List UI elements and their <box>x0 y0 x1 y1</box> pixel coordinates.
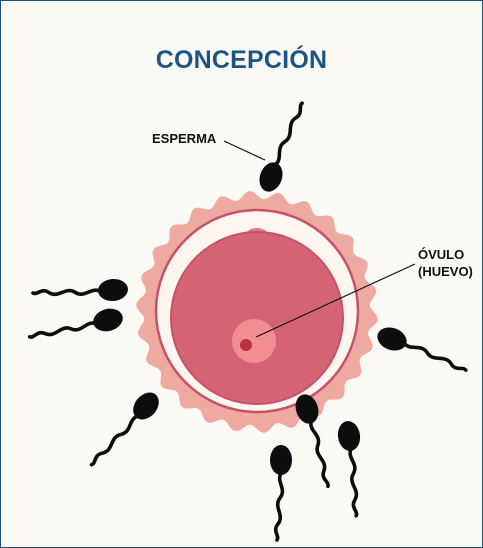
sperm-label-line <box>223 140 266 161</box>
sperm-icon <box>290 389 344 491</box>
ovum-label-line2: (HUEVO) <box>418 264 473 279</box>
page-title: CONCEPCIÓN <box>155 46 328 74</box>
nucleus <box>232 319 276 363</box>
sperm-icon <box>268 443 294 542</box>
sperm-label: ESPERMA <box>152 131 217 146</box>
ovum-icon <box>170 231 344 405</box>
sperm-icon <box>372 321 473 379</box>
ovum-label: ÓVULO (HUEVO) <box>418 246 473 280</box>
nucleolus <box>240 339 252 351</box>
sperm-icon <box>30 275 131 310</box>
ovum-label-line <box>255 263 416 338</box>
sperm-icon <box>26 303 128 354</box>
sperm-icon <box>84 385 166 477</box>
ovum-label-line1: ÓVULO <box>418 247 465 262</box>
sperm-icon <box>334 417 373 519</box>
sperm-icon <box>253 96 311 197</box>
